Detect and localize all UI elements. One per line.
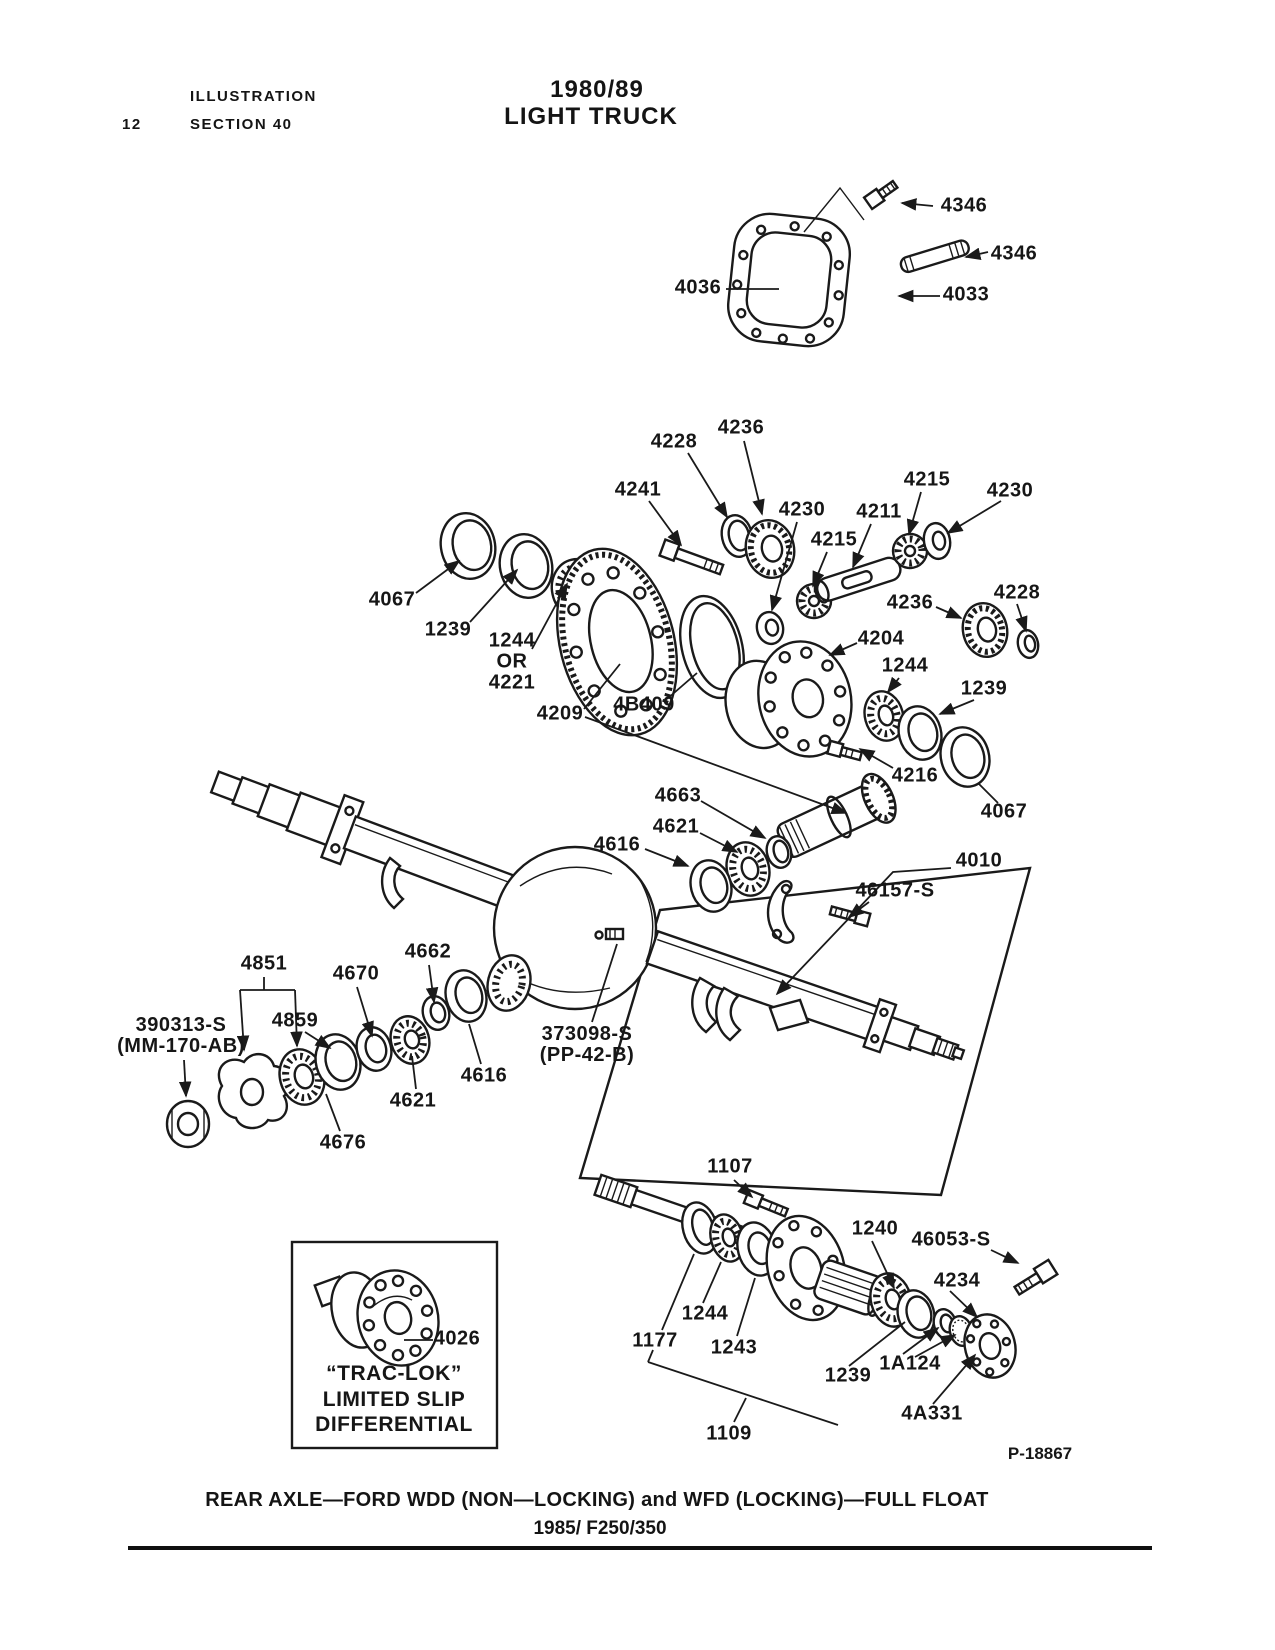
cover-bolt (862, 179, 900, 211)
housing-stud (899, 239, 970, 274)
axle-housing (209, 770, 966, 1061)
axle-shaft-region-outline (578, 866, 1032, 1197)
axle-shaft-hub-group (593, 1173, 1060, 1379)
differential-case-group (724, 640, 991, 788)
trac-lok-inset-box (290, 1240, 499, 1450)
leader-lines (178, 186, 1028, 1426)
pinion-shaft-group (689, 772, 897, 944)
pinion-and-ring-gear-parts (439, 512, 1040, 737)
cover-gasket-group (726, 179, 970, 348)
pinion-flange-cluster (165, 969, 488, 1149)
